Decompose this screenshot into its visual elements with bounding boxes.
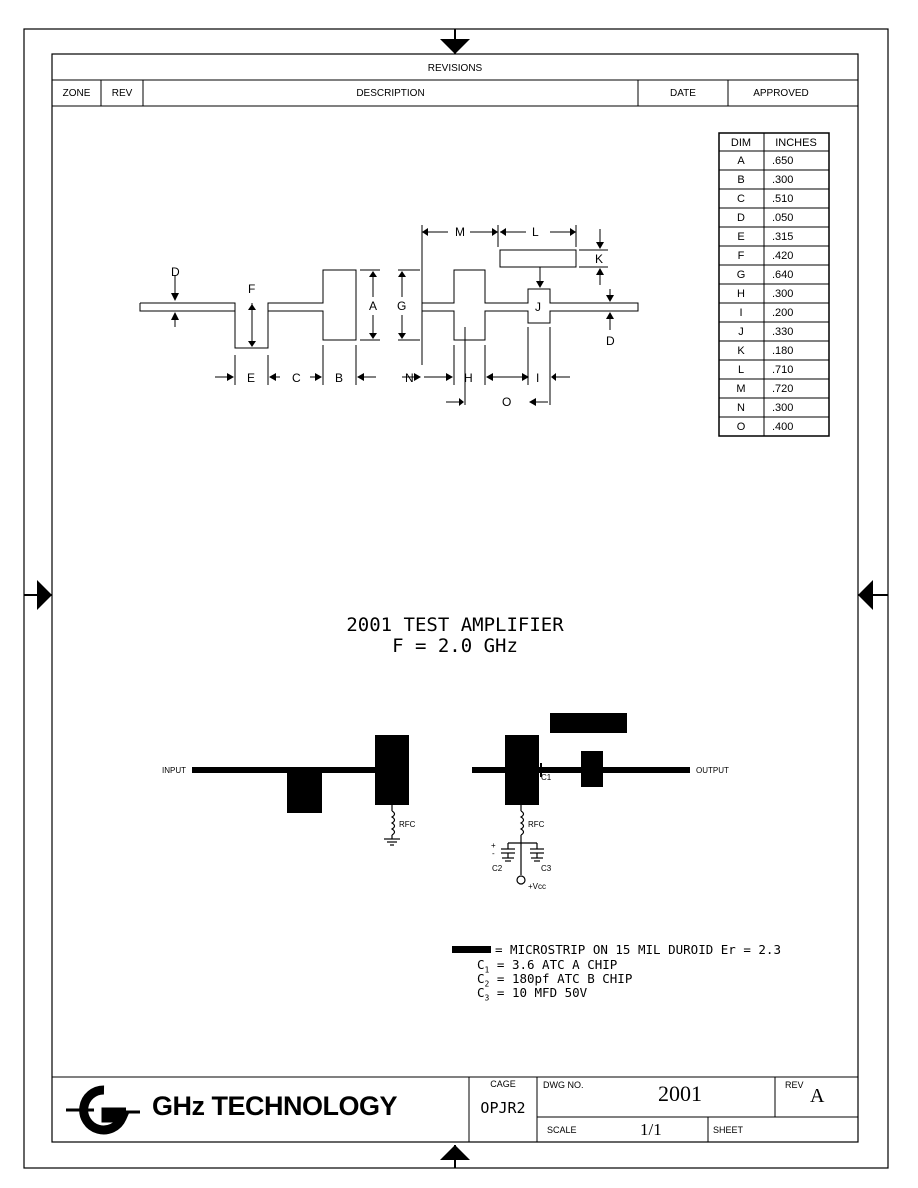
dim-table-value: .400 bbox=[772, 421, 793, 433]
dim-table-value: .300 bbox=[772, 174, 793, 186]
dim-label-m: M bbox=[455, 225, 465, 239]
rev-value: A bbox=[810, 1085, 825, 1107]
revisions-col-zone: ZONE bbox=[62, 87, 91, 99]
dim-table-value: .510 bbox=[772, 193, 793, 205]
dim-table-value: .200 bbox=[772, 307, 793, 319]
dim-table-letter: O bbox=[737, 421, 746, 433]
dim-table-letter: C bbox=[737, 193, 745, 205]
schematic-c1-label: C1 bbox=[541, 773, 552, 782]
scale-value: 1/1 bbox=[640, 1120, 662, 1139]
revisions-col-rev: REV bbox=[111, 87, 133, 99]
schematic-input-label: INPUT bbox=[162, 766, 186, 775]
dim-label-g: G bbox=[397, 299, 406, 313]
schematic-c3-label: C3 bbox=[541, 864, 552, 873]
dim-table-header-dim: DIM bbox=[731, 137, 751, 149]
dim-table-value: .050 bbox=[772, 212, 793, 224]
dim-table-value: .180 bbox=[772, 345, 793, 357]
revisions-col-date: DATE bbox=[670, 87, 696, 99]
drawing-title-line1: 2001 TEST AMPLIFIER bbox=[346, 614, 564, 636]
schematic-c2-label: C2 bbox=[492, 864, 503, 873]
dim-label-a: A bbox=[369, 299, 377, 313]
dim-table-letter: F bbox=[738, 250, 745, 262]
layout-dimension-drawing: D F A G M L K J D E C B N H I O bbox=[139, 225, 639, 409]
dim-table-value: .300 bbox=[772, 288, 793, 300]
ghz-logo-icon bbox=[66, 1085, 140, 1135]
dim-table-letter: E bbox=[737, 231, 744, 243]
schematic-rfc-right-label: RFC bbox=[528, 820, 545, 829]
dim-label-l: L bbox=[532, 225, 539, 239]
dim-table-header-inches: INCHES bbox=[775, 137, 817, 149]
legend-c2: C2 = 180pf ATC B CHIP bbox=[477, 971, 633, 989]
dim-table-value: .640 bbox=[772, 269, 793, 281]
legend-c1: C1 = 3.6 ATC A CHIP bbox=[477, 957, 618, 975]
dim-table-letter: H bbox=[737, 288, 745, 300]
revisions-col-description: DESCRIPTION bbox=[356, 87, 425, 99]
dim-table-letter: K bbox=[737, 345, 745, 357]
dim-table-letter: B bbox=[737, 174, 744, 186]
schematic-minus-label: - bbox=[492, 849, 495, 858]
dim-label-b: B bbox=[335, 371, 343, 385]
dim-table-value: .720 bbox=[772, 383, 793, 395]
dim-table-value: .315 bbox=[772, 231, 793, 243]
schematic-rfc-left-label: RFC bbox=[399, 820, 416, 829]
dim-label-n: N bbox=[405, 371, 414, 385]
dim-label-f: F bbox=[248, 282, 255, 296]
dim-table-value: .420 bbox=[772, 250, 793, 262]
dim-label-e: E bbox=[247, 371, 255, 385]
dim-label-o: O bbox=[502, 395, 511, 409]
cage-value: OPJR2 bbox=[480, 1099, 526, 1117]
dwg-no-label: DWG NO. bbox=[543, 1080, 584, 1090]
dim-table-value: .650 bbox=[772, 155, 793, 167]
scale-label: SCALE bbox=[547, 1125, 577, 1135]
company-name: GHz TECHNOLOGY bbox=[152, 1091, 398, 1121]
legend-microstrip: = MICROSTRIP ON 15 MIL DUROID Er = 2.3 bbox=[495, 942, 781, 957]
sheet-label: SHEET bbox=[713, 1125, 744, 1135]
dim-table-letter: I bbox=[739, 307, 742, 319]
dim-table-value: .300 bbox=[772, 402, 793, 414]
dim-label-j: J bbox=[535, 300, 541, 314]
dim-label-d-right: D bbox=[606, 334, 615, 348]
dim-table-letter: J bbox=[738, 326, 744, 338]
schematic-plus-label: + bbox=[491, 841, 496, 850]
revisions-col-approved: APPROVED bbox=[753, 87, 809, 99]
dim-table-letter: M bbox=[736, 383, 745, 395]
dim-table-letter: N bbox=[737, 402, 745, 414]
dwg-no-value: 2001 bbox=[658, 1081, 702, 1106]
schematic-output-label: OUTPUT bbox=[696, 766, 729, 775]
revisions-title: REVISIONS bbox=[427, 62, 483, 74]
rev-label: REV bbox=[785, 1080, 804, 1090]
dim-table-letter: L bbox=[738, 364, 744, 376]
dim-label-h: H bbox=[464, 371, 473, 385]
dim-label-c: C bbox=[292, 371, 301, 385]
dim-label-i: I bbox=[536, 371, 539, 385]
dim-table-value: .330 bbox=[772, 326, 793, 338]
dim-table-letter: G bbox=[737, 269, 746, 281]
dim-label-k: K bbox=[595, 252, 603, 266]
dim-table-value: .710 bbox=[772, 364, 793, 376]
cage-label: CAGE bbox=[490, 1079, 516, 1089]
schematic-vcc-label: +Vcc bbox=[528, 882, 546, 891]
amplifier-schematic: INPUT OUTPUT RFC RFC C1 C2 C3 +Vcc + - bbox=[162, 713, 729, 891]
drawing-title-line2: F = 2.0 GHz bbox=[392, 635, 518, 657]
dim-label-d-left: D bbox=[171, 265, 180, 279]
dim-table-letter: D bbox=[737, 212, 745, 224]
legend-c3: C3 = 10 MFD 50V bbox=[477, 985, 588, 1003]
dim-table-letter: A bbox=[737, 155, 745, 167]
microstrip-swatch bbox=[452, 946, 491, 953]
